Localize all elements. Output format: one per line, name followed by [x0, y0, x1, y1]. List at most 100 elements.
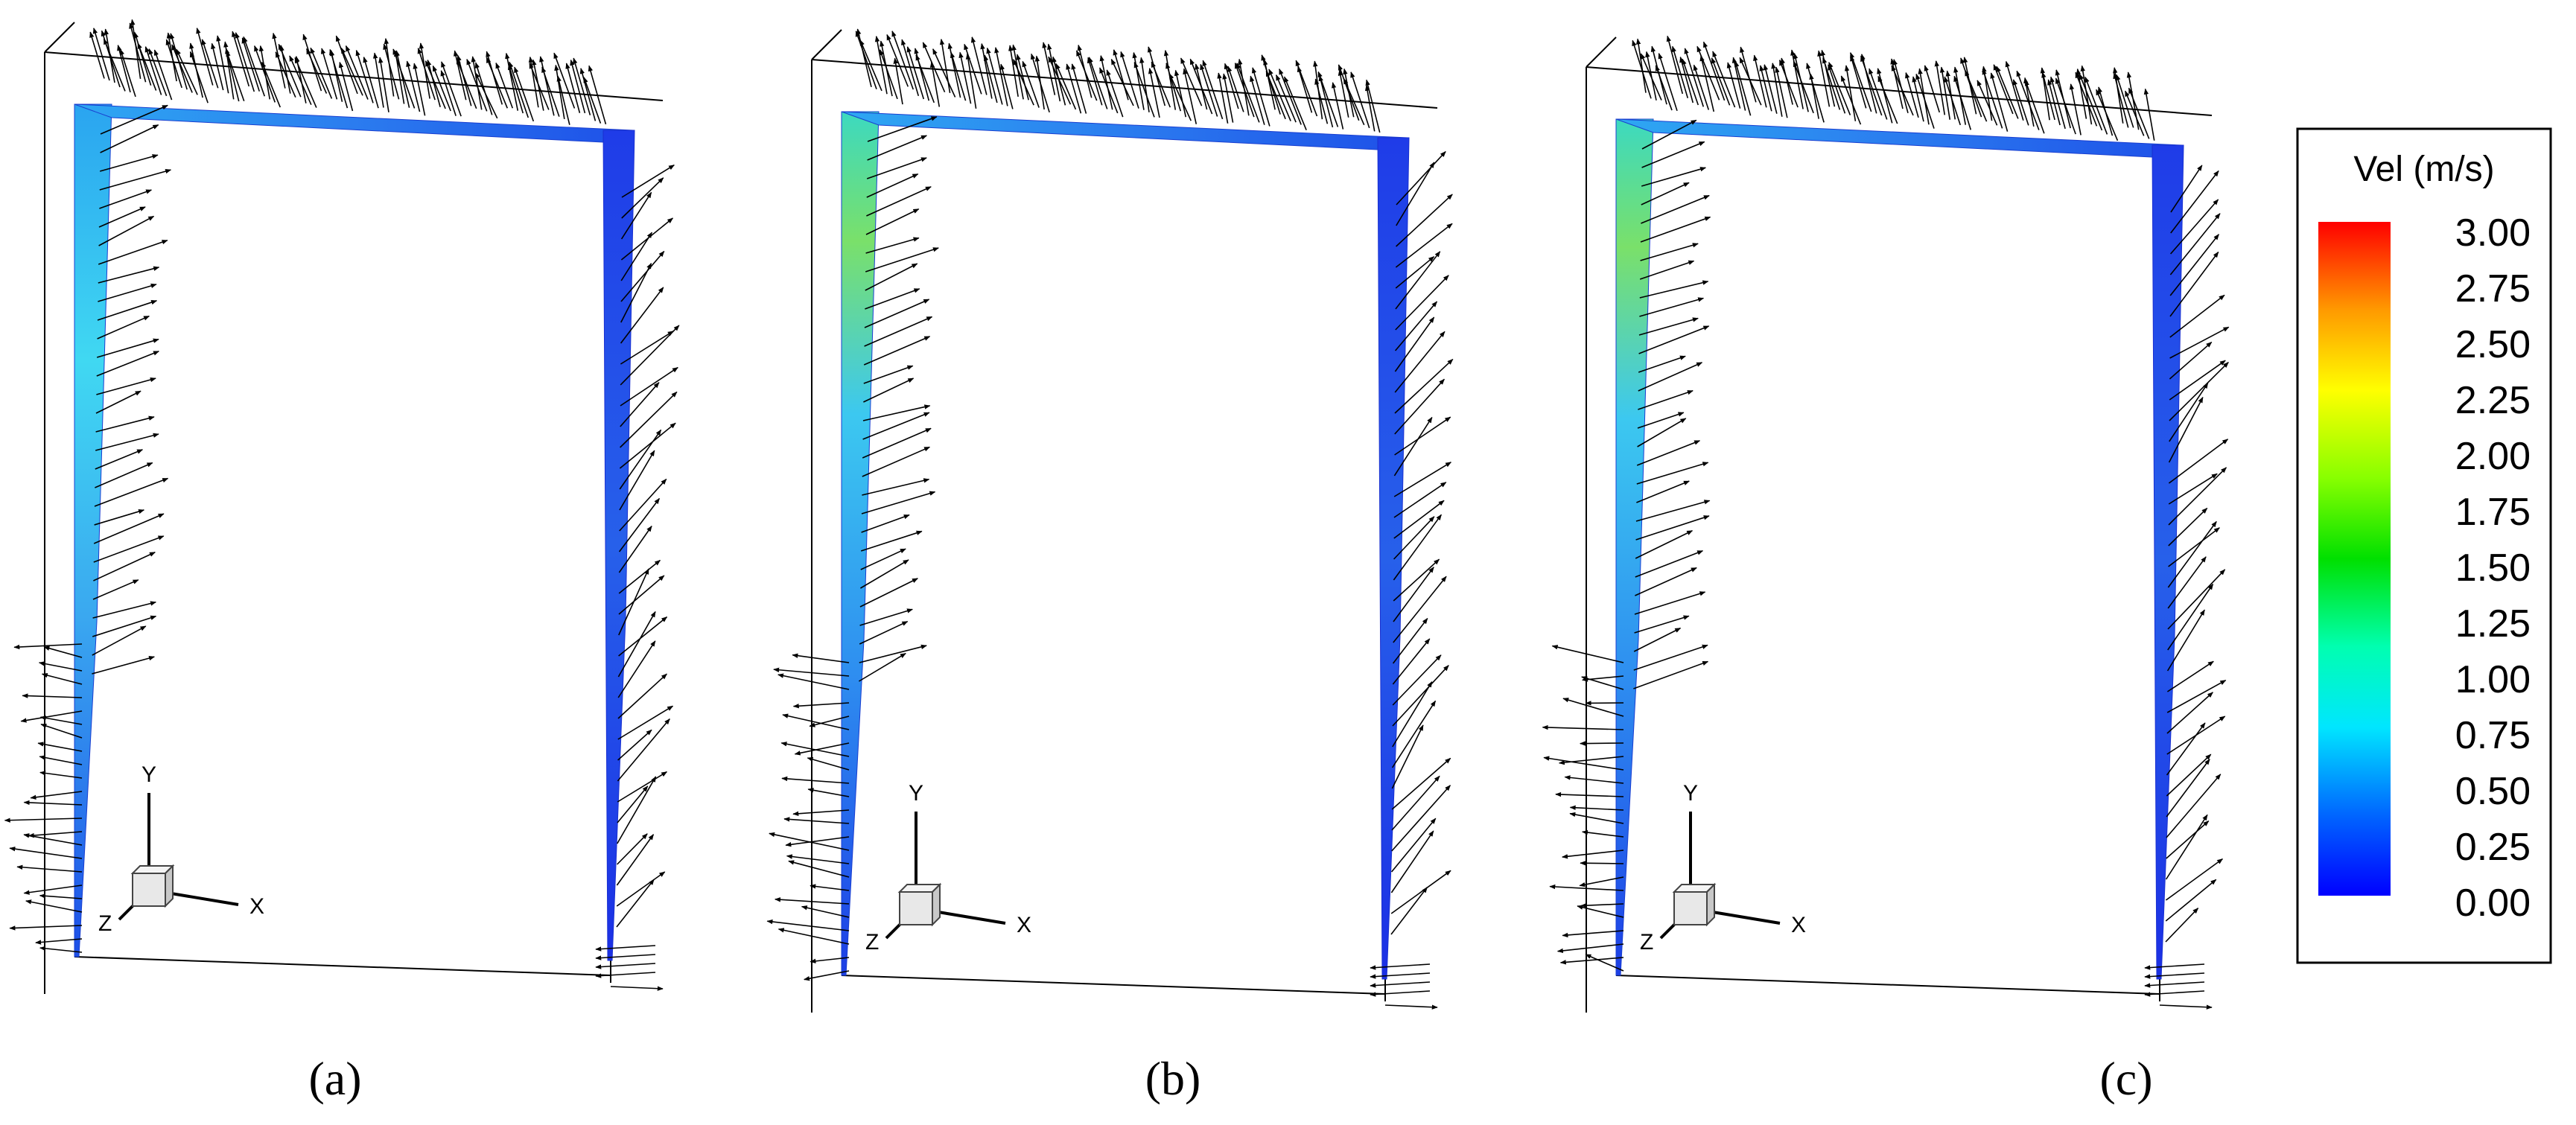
- velocity-arrow: [620, 191, 652, 240]
- z-axis-label: Z: [98, 911, 112, 936]
- velocity-arrow: [1392, 638, 1431, 685]
- velocity-arrow: [98, 266, 160, 284]
- velocity-arrow: [1395, 251, 1441, 310]
- velocity-arrow: [618, 616, 668, 657]
- velocity-arrow: [1559, 957, 1624, 965]
- velocity-arrow: [859, 608, 913, 626]
- velocity-arrow: [1580, 741, 1624, 746]
- velocity-arrow: [320, 48, 338, 100]
- right-column: [2152, 144, 2184, 980]
- velocity-arrow: [275, 51, 296, 98]
- velocity-arrow: [810, 884, 850, 891]
- velocity-arrow: [620, 250, 665, 302]
- velocity-arrow: [1996, 66, 2019, 119]
- legend-tick-label: 2.75: [2455, 267, 2531, 310]
- right-column: [602, 130, 635, 961]
- velocity-arrow: [862, 404, 931, 421]
- velocity-arrow: [865, 237, 920, 254]
- velocity-arrow: [1297, 66, 1313, 113]
- velocity-arrow: [617, 640, 656, 698]
- velocity-arrow: [1982, 68, 2003, 129]
- velocity-arrow: [2168, 473, 2218, 505]
- velocity-arrow: [792, 653, 850, 663]
- z-axis-label: Z: [1640, 930, 1653, 955]
- velocity-arrow: [1684, 48, 1705, 107]
- velocity-arrow: [2166, 722, 2206, 776]
- velocity-arrow: [211, 42, 224, 91]
- velocity-arrow: [294, 57, 317, 108]
- velocity-arrow: [119, 48, 136, 98]
- velocity-arrow: [774, 897, 850, 905]
- velocity-arrow: [620, 325, 680, 386]
- velocity-arrow: [1390, 818, 1437, 873]
- velocity-arrow: [1222, 73, 1234, 123]
- panel-a: YXZ (a): [4, 19, 680, 1105]
- triad-cube-side: [165, 864, 174, 908]
- velocity-arrow: [97, 315, 150, 340]
- legend-tick-label: 1.50: [2455, 546, 2531, 590]
- velocity-arrow: [1638, 325, 1710, 354]
- velocity-arrow: [345, 45, 369, 100]
- velocity-arrow: [1555, 791, 1624, 797]
- top-beam: [74, 103, 634, 144]
- velocity-arrow: [1549, 884, 1624, 891]
- velocity-arrow: [2116, 74, 2134, 128]
- velocity-arrow: [98, 239, 168, 265]
- velocity-arrow: [618, 525, 652, 573]
- velocity-arrow: [617, 776, 657, 844]
- velocity-arrow: [2165, 908, 2199, 943]
- velocity-arrow: [2169, 360, 2226, 401]
- velocity-arrow: [355, 49, 374, 103]
- velocity-arrow: [92, 579, 139, 600]
- velocity-arrow: [1542, 724, 1624, 730]
- velocity-vectors: [4, 19, 680, 991]
- velocity-arrow: [886, 34, 909, 87]
- velocity-arrow: [338, 61, 354, 112]
- velocity-arrow: [2166, 774, 2222, 838]
- velocity-arrow: [1734, 60, 1752, 116]
- velocity-arrow: [860, 548, 906, 570]
- velocity-arrow: [137, 42, 157, 91]
- velocity-arrow: [1633, 644, 1708, 671]
- velocity-arrow: [1163, 49, 1177, 110]
- velocity-arrow: [859, 578, 918, 608]
- velocity-arrow: [1990, 72, 2009, 132]
- velocity-arrow: [1817, 50, 1831, 107]
- velocity-arrow: [1634, 615, 1690, 634]
- velocity-arrow: [2128, 87, 2150, 139]
- velocity-arrow: [1071, 63, 1087, 114]
- velocity-arrow: [1696, 45, 1720, 101]
- velocity-arrow: [970, 36, 988, 95]
- velocity-arrow: [1953, 75, 1972, 130]
- velocity-arrow: [1844, 65, 1857, 121]
- velocity-arrow: [2166, 759, 2210, 818]
- velocity-arrow: [2169, 341, 2213, 380]
- velocity-arrow: [99, 168, 172, 191]
- velocity-arrow: [777, 673, 850, 690]
- velocity-arrow: [769, 832, 850, 851]
- velocity-arrow: [1581, 829, 1624, 838]
- velocity-arrow: [98, 215, 155, 246]
- velocity-arrow: [1261, 54, 1281, 115]
- velocity-arrow: [1384, 1004, 1438, 1010]
- velocity-arrow: [103, 38, 126, 92]
- velocity-arrow: [621, 164, 675, 198]
- velocity-arrow: [1314, 78, 1329, 124]
- velocity-arrow: [1828, 64, 1846, 114]
- frame-structure: [811, 29, 1438, 1013]
- velocity-arrow: [618, 568, 649, 636]
- velocity-arrow: [1113, 49, 1129, 101]
- velocity-arrow: [2024, 80, 2045, 134]
- velocity-arrow: [766, 919, 850, 931]
- velocity-arrow: [1042, 42, 1056, 95]
- velocity-arrow: [1396, 194, 1453, 247]
- velocity-arrow: [129, 22, 147, 83]
- velocity-arrow: [595, 972, 656, 978]
- velocity-arrow: [1364, 84, 1376, 132]
- velocity-arrow: [2166, 692, 2213, 734]
- velocity-arrow: [565, 63, 581, 113]
- velocity-arrow: [2170, 165, 2203, 213]
- velocity-arrow: [950, 51, 967, 101]
- velocity-arrow: [1763, 64, 1778, 114]
